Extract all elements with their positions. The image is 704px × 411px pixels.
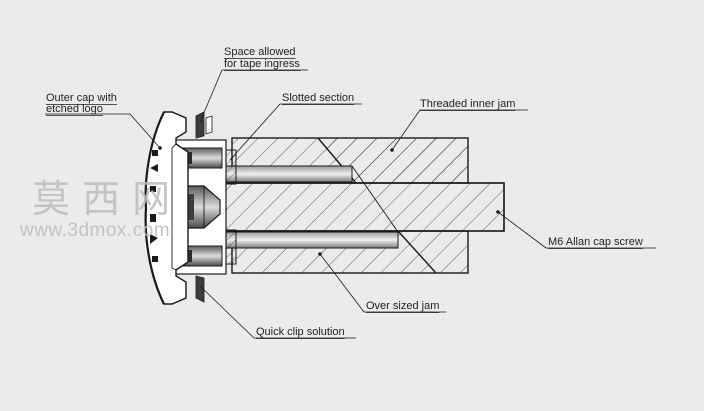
label-m6-screw: M6 Allan cap screw (548, 236, 643, 248)
label-quick-clip: Quick clip solution (256, 326, 345, 338)
oversized-jam-part (225, 165, 399, 249)
quick-clip-part (195, 111, 213, 303)
label-space-allowed-1: Space allowed (224, 46, 296, 58)
outer-cap-part (144, 111, 189, 305)
label-threaded-inner-jam: Threaded inner jam (420, 98, 515, 110)
label-slotted-section: Slotted section (282, 92, 354, 104)
label-oversized-jam: Over sized jam (366, 300, 439, 312)
callout-labels: Space allowed for tape ingress Outer cap… (46, 46, 643, 339)
watermark-chinese: 莫 西 网 (32, 177, 170, 221)
watermark-url: www.3dmox.com (19, 220, 170, 241)
leader-lines (45, 69, 656, 339)
etched-logo (150, 150, 158, 262)
label-space-allowed-2: for tape ingress (224, 58, 300, 70)
label-outer-cap-2: etched logo (46, 103, 103, 115)
m6-screw-part (223, 182, 505, 232)
watermark: 莫 西 网 www.3dmox.com (19, 177, 170, 241)
label-outer-cap-1: Outer cap with (46, 92, 117, 104)
